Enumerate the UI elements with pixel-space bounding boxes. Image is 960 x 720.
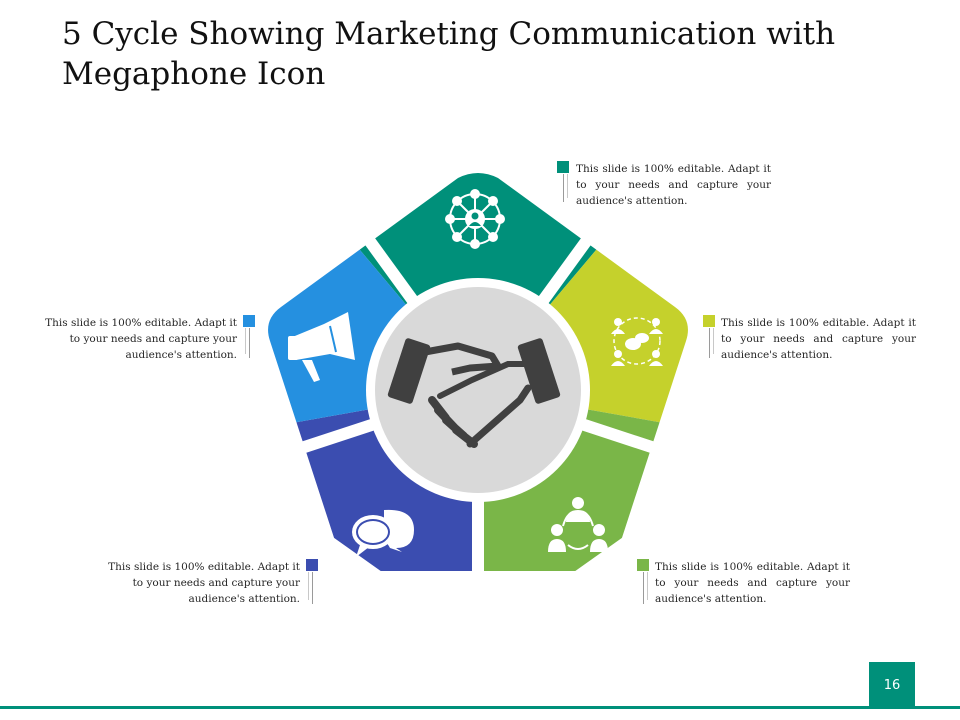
callout-leader-right: [709, 328, 710, 358]
callout-text-left[interactable]: This slide is 100% editable. Adapt it to…: [45, 317, 237, 361]
callout-leader-bottom-left-shadow: [308, 572, 309, 600]
callout-text-top[interactable]: This slide is 100% editable. Adapt it to…: [576, 163, 771, 207]
callout-text-right[interactable]: This slide is 100% editable. Adapt it to…: [721, 317, 916, 361]
footer-line: [0, 706, 960, 709]
callout-leader-top: [563, 174, 564, 202]
network-icon: [445, 189, 505, 249]
callout-leader-top-shadow: [567, 174, 568, 198]
callout-leader-bottom-right-shadow: [647, 572, 648, 600]
callout-marker-right: [703, 315, 715, 327]
center-circle: [375, 287, 581, 493]
callout-leader-left-shadow: [245, 328, 246, 354]
speech-bubbles-icon: [352, 509, 414, 557]
team-icon: [548, 497, 608, 552]
people-chat-icon: [611, 317, 663, 366]
callout-leader-bottom-right: [643, 572, 644, 604]
callout-text-bottom-right[interactable]: This slide is 100% editable. Adapt it to…: [655, 561, 850, 605]
megaphone-icon: [288, 312, 355, 382]
callout-leader-right-shadow: [713, 328, 714, 354]
callout-marker-top: [557, 161, 569, 173]
page-badge-bg: [869, 662, 915, 708]
callout-marker-left: [243, 315, 255, 327]
callout-marker-bottom-left: [306, 559, 318, 571]
callout-text-bottom-left[interactable]: This slide is 100% editable. Adapt it to…: [108, 561, 300, 605]
callout-leader-left: [249, 328, 250, 358]
handshake-icon: [387, 338, 561, 448]
callout-marker-bottom-right: [637, 559, 649, 571]
slide-title: 5 Cycle Showing Marketing Communication …: [62, 16, 836, 92]
callout-leader-bottom-left: [312, 572, 313, 604]
page-number-badge: 16: [883, 677, 901, 693]
